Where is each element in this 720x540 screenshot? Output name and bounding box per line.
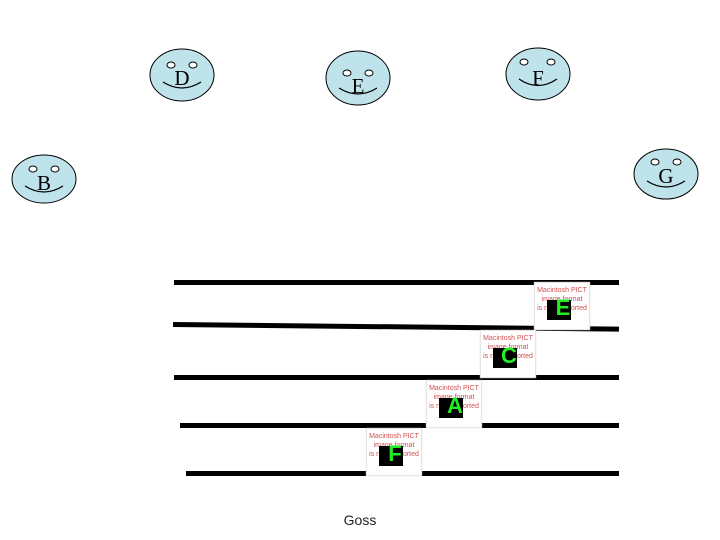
caption-text: Goss bbox=[343, 512, 377, 528]
pict-letter: E bbox=[555, 295, 571, 320]
face-e-icon bbox=[325, 50, 391, 106]
pict-black-box bbox=[493, 348, 517, 368]
pict-letter: A bbox=[447, 393, 463, 418]
face-d-icon bbox=[149, 48, 215, 102]
pict-placeholder-f: Macintosh PICT image format is not suppo… bbox=[366, 428, 422, 476]
face-letter: B bbox=[36, 171, 51, 195]
pict-letter: F bbox=[388, 441, 402, 466]
face-g: G bbox=[633, 148, 699, 200]
face-f: F bbox=[505, 47, 571, 101]
face-letter: F bbox=[532, 66, 544, 90]
pict-placeholder-c: Macintosh PICT image format is not suppo… bbox=[480, 330, 536, 378]
line-1 bbox=[174, 280, 619, 285]
line-4 bbox=[180, 423, 619, 428]
line-3 bbox=[174, 375, 619, 380]
pict-placeholder-a: Macintosh PICT image format is not suppo… bbox=[426, 380, 482, 428]
pict-letter: C bbox=[501, 343, 517, 368]
face-b: B bbox=[11, 154, 77, 204]
face-letter: E bbox=[351, 74, 365, 98]
pict-black-box bbox=[439, 398, 463, 418]
face-b-icon bbox=[11, 154, 77, 204]
pict-black-box bbox=[547, 300, 571, 320]
face-letter: D bbox=[174, 66, 190, 90]
pict-black-box bbox=[379, 446, 403, 466]
face-letter: G bbox=[658, 164, 674, 188]
face-d: D bbox=[149, 48, 215, 102]
face-g-icon bbox=[633, 148, 699, 200]
face-f-icon bbox=[505, 47, 571, 101]
face-e: E bbox=[325, 50, 391, 106]
pict-placeholder-e: Macintosh PICT image format is not suppo… bbox=[534, 282, 590, 330]
